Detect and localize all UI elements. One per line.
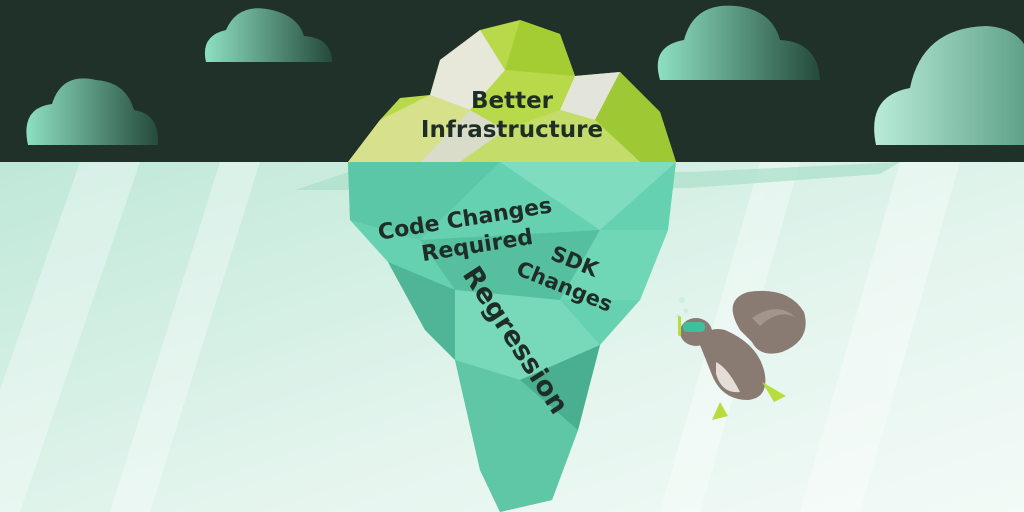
tip-label-line2: Infrastructure: [421, 117, 603, 143]
cloud-icon: [657, 5, 820, 80]
squirrel-diver-icon: [676, 290, 806, 420]
tip-label-line1: Better: [471, 88, 554, 114]
cloud-icon: [26, 78, 159, 145]
iceberg-icon: [348, 20, 676, 512]
cloud-icon: [204, 8, 332, 62]
cloud-icon: [874, 26, 1024, 145]
